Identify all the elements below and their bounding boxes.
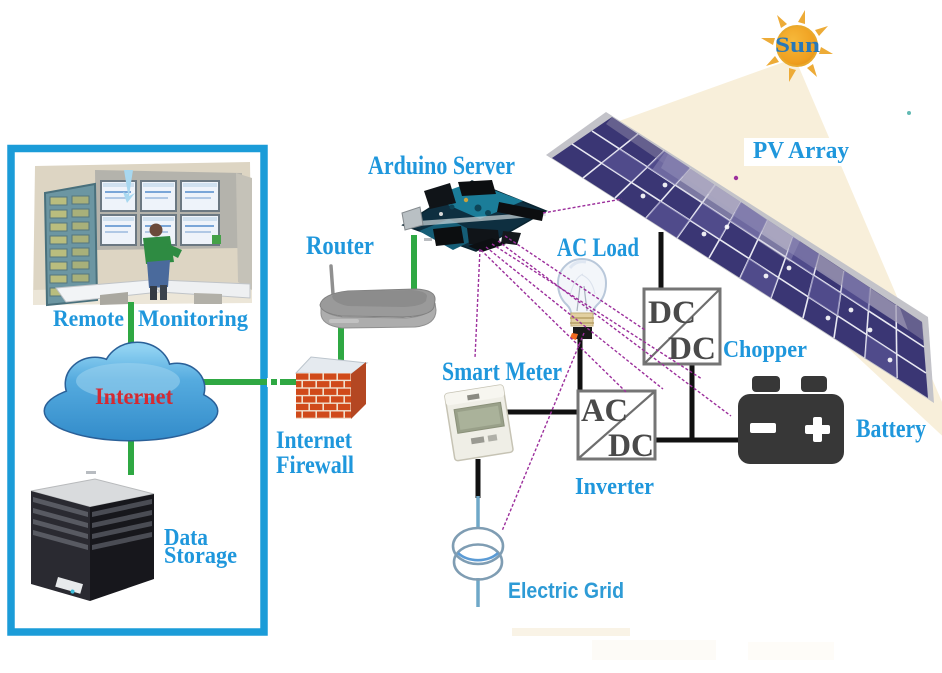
svg-text:Router: Router	[306, 231, 374, 260]
svg-text:Storage: Storage	[164, 543, 237, 569]
svg-text:Firewall: Firewall	[276, 452, 354, 479]
svg-text:Inverter: Inverter	[575, 474, 654, 500]
svg-text:Internet: Internet	[95, 384, 173, 409]
svg-text:DC: DC	[608, 428, 654, 464]
svg-text:Electric Grid: Electric Grid	[508, 578, 624, 603]
svg-text:AC: AC	[581, 393, 628, 429]
svg-text:Battery: Battery	[856, 414, 926, 443]
svg-text:DC: DC	[668, 331, 716, 367]
svg-text:Arduino Server: Arduino Server	[368, 151, 515, 180]
svg-text:Sun: Sun	[775, 32, 820, 57]
svg-text:DC: DC	[648, 295, 696, 331]
svg-text:Chopper: Chopper	[723, 337, 807, 363]
svg-text:Remote: Remote	[53, 306, 124, 331]
svg-text:Monitoring: Monitoring	[138, 306, 248, 331]
svg-text:AC Load: AC Load	[557, 233, 639, 262]
svg-text:Smart Meter: Smart Meter	[442, 357, 562, 386]
svg-text:PV Array: PV Array	[753, 138, 849, 164]
svg-text:Data: Data	[164, 525, 208, 551]
svg-text:Internet: Internet	[276, 427, 353, 454]
